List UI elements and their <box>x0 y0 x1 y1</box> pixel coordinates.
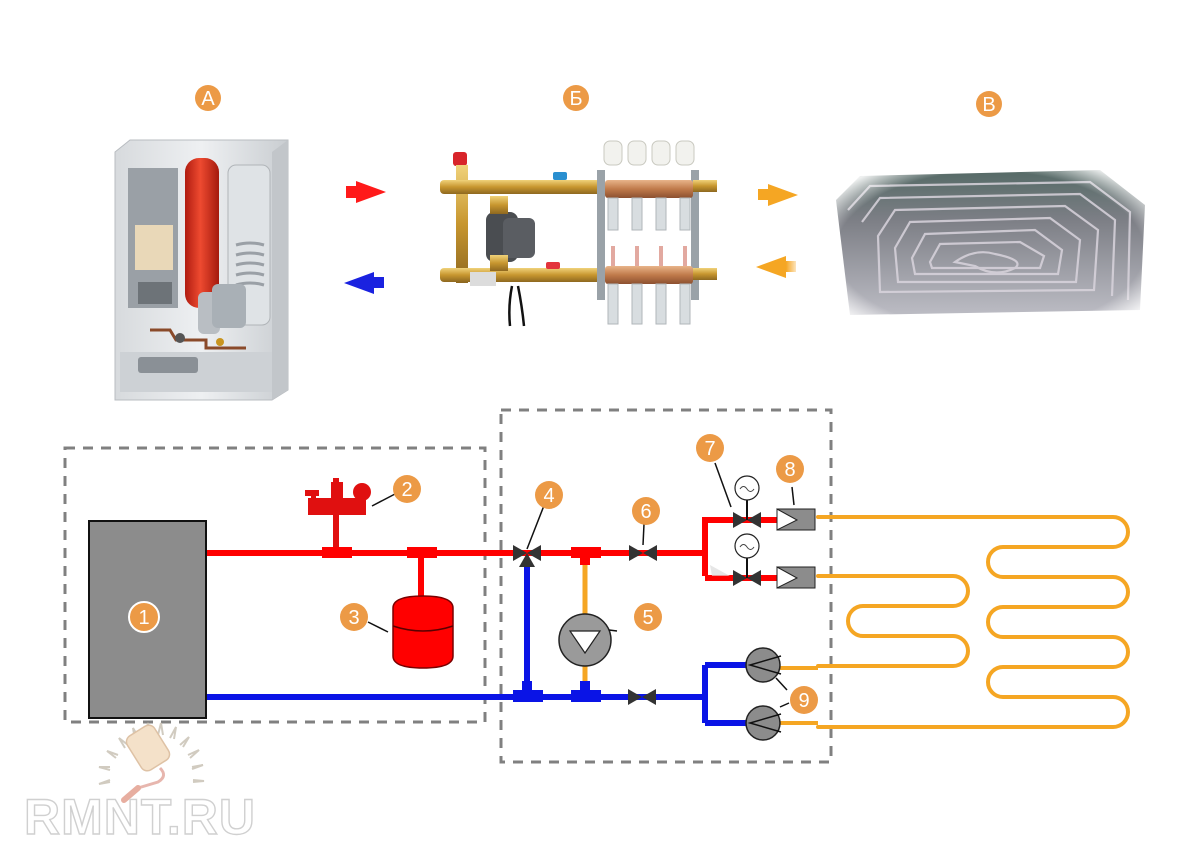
arrow-supply-to-manifold <box>346 181 386 203</box>
tee-fittings <box>322 547 601 702</box>
underfloor-photo <box>830 160 1150 325</box>
svg-text:9: 9 <box>798 690 809 712</box>
svg-text:В: В <box>982 94 995 116</box>
loop-1 <box>816 515 1130 729</box>
balancing-valve-top <box>745 647 782 683</box>
servo-valve-top <box>733 475 761 528</box>
sunburst-icon <box>98 722 205 785</box>
circulation-pump <box>558 613 612 667</box>
watermark: RMNT.RU <box>23 722 256 846</box>
check-valve-supply <box>629 545 657 561</box>
svg-text:Б: Б <box>569 88 582 110</box>
flow-meter-top <box>776 508 816 531</box>
svg-text:4: 4 <box>543 485 554 507</box>
loop-2 <box>816 574 970 668</box>
paint-roller-icon <box>121 724 171 803</box>
boiler-photo <box>114 139 289 401</box>
svg-text:7: 7 <box>704 438 715 460</box>
svg-text:5: 5 <box>642 607 653 629</box>
flow-meter-bottom <box>776 566 816 589</box>
badge-9: 9 <box>790 686 818 714</box>
label-badge-a: А <box>195 85 221 111</box>
mixing-unit-boundary <box>499 408 833 764</box>
badge-4: 4 <box>535 481 563 509</box>
arrow-return-to-boiler <box>344 272 384 294</box>
return-pipes <box>206 560 750 726</box>
svg-text:2: 2 <box>401 479 412 501</box>
badge-1: 1 <box>128 601 160 633</box>
supply-pipes <box>206 515 790 598</box>
svg-text:1: 1 <box>138 607 149 629</box>
badge-3: 3 <box>340 603 368 631</box>
servo-valve-bottom <box>733 533 761 586</box>
arrow-supply-to-floor <box>758 184 798 206</box>
balancing-valve-bottom <box>745 705 782 741</box>
badge-2: 2 <box>393 475 421 503</box>
svg-text:А: А <box>201 88 215 110</box>
label-badge-b: Б <box>563 85 589 111</box>
shutoff-valve-return <box>628 689 656 705</box>
badge-6: 6 <box>632 497 660 525</box>
label-badge-v: В <box>976 91 1002 117</box>
arrow-return-from-floor <box>756 256 796 278</box>
floor-heating-loops <box>816 515 1130 729</box>
boiler-room-boundary <box>63 446 487 724</box>
svg-text:3: 3 <box>348 607 359 629</box>
leader-lines <box>367 462 795 708</box>
expansion-tank <box>392 595 454 669</box>
badge-7: 7 <box>696 434 724 462</box>
safety-group <box>305 478 371 547</box>
svg-text:8: 8 <box>784 459 795 481</box>
badge-8: 8 <box>776 455 804 483</box>
svg-text:RMNT.RU: RMNT.RU <box>24 789 256 845</box>
svg-text:6: 6 <box>640 501 651 523</box>
badge-5: 5 <box>634 603 662 631</box>
three-way-valve <box>513 545 541 567</box>
manifold-photo <box>440 140 717 327</box>
